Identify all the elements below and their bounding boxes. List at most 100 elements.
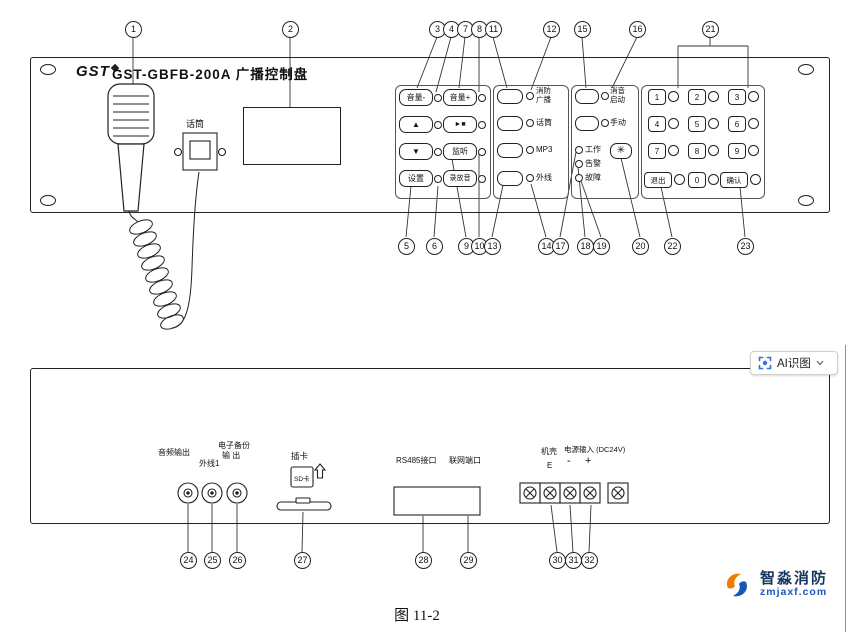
- digit-button-0: [708, 174, 719, 185]
- callout-32: 32: [581, 552, 598, 569]
- digit-key-6: 6: [728, 116, 746, 132]
- insert-arrow-icon: [313, 463, 327, 479]
- digit-key-5: 5: [688, 116, 706, 132]
- power-minus-label: -: [567, 455, 571, 467]
- digit-key-3: 3: [728, 89, 746, 105]
- backup-output-connector: [226, 482, 248, 504]
- mounting-hole: [798, 64, 814, 75]
- manual-key: [575, 116, 599, 131]
- zhimiao-logo-icon: [727, 573, 747, 597]
- source-mp3-led: [526, 146, 534, 154]
- terminal-screws: [523, 486, 625, 500]
- gst-logo: GST: [76, 63, 120, 80]
- source-fire-broadcast-led: [526, 92, 534, 100]
- callout-11: 11: [485, 21, 502, 38]
- callout-24: 24: [180, 552, 197, 569]
- backup-output-label-line1: 电子备份: [218, 441, 250, 450]
- callout-28: 28: [415, 552, 432, 569]
- setup-key: 设置: [399, 170, 433, 187]
- callout-31: 31: [565, 552, 582, 569]
- callout-18: 18: [577, 238, 594, 255]
- digit-button-8: [708, 145, 719, 156]
- figure-caption: 图 11-2: [394, 608, 440, 624]
- digit-button-6: [748, 118, 759, 129]
- exit-key: 退出: [644, 172, 672, 188]
- play-stop-key: ►■: [443, 116, 477, 133]
- alarm-led: [575, 160, 583, 168]
- self-test-key: ✳: [610, 143, 632, 159]
- mic-jack: [173, 132, 227, 171]
- digit-key-4: 4: [648, 116, 666, 132]
- callout-17: 17: [552, 238, 569, 255]
- callout-27: 27: [294, 552, 311, 569]
- source-mp3-key: [497, 143, 523, 158]
- key-group-control: [571, 85, 639, 199]
- manual-label: 手动: [610, 118, 626, 127]
- callout-20: 20: [632, 238, 649, 255]
- rear-panel: [30, 368, 830, 524]
- callout-21: 21: [702, 21, 719, 38]
- volume-minus-key: 音量-: [399, 89, 433, 106]
- callout-16: 16: [629, 21, 646, 38]
- callout-19: 19: [593, 238, 610, 255]
- confirm-key: 确认: [720, 172, 748, 188]
- source-fire-broadcast-key: [497, 89, 523, 104]
- monitor-led: [478, 148, 486, 156]
- callout-5: 5: [398, 238, 415, 255]
- audio-output-connector: [177, 482, 199, 504]
- source-extline-led: [526, 174, 534, 182]
- confirm-button: [750, 174, 761, 185]
- source-mic-led: [526, 119, 534, 127]
- card-slot-opening: [276, 497, 332, 511]
- digit-key-0: 0: [688, 172, 706, 188]
- ai-button-label: AI识图: [777, 358, 811, 370]
- gst-logo-text: GST: [76, 63, 110, 80]
- exit-button: [674, 174, 685, 185]
- source-fire-broadcast-label: 消防广播: [536, 86, 551, 104]
- digit-key-7: 7: [648, 143, 666, 159]
- sd-card-icon: [290, 466, 314, 488]
- chassis-e-label: E: [547, 461, 553, 470]
- digit-button-5: [708, 118, 719, 129]
- track-down-key: ▼: [399, 143, 433, 160]
- watermark-name: 智淼消防: [760, 569, 829, 587]
- callout-1: 1: [125, 21, 142, 38]
- source-extline-label: 外线: [536, 173, 552, 182]
- source-mic-key: [497, 116, 523, 131]
- chassis-label: 机壳: [541, 447, 557, 456]
- rs485-label: RS485接口: [396, 456, 437, 465]
- volume-plus-led: [478, 94, 486, 102]
- digit-button-1: [668, 91, 679, 102]
- sd-card-label: SD卡: [294, 476, 310, 483]
- mute-start-led: [601, 92, 609, 100]
- digit-button-7: [668, 145, 679, 156]
- digit-key-1: 1: [648, 89, 666, 105]
- callout-29: 29: [460, 552, 477, 569]
- digit-button-9: [748, 145, 759, 156]
- volume-plus-key: 音量+: [443, 89, 477, 106]
- mute-start-label: 消音启动: [610, 86, 625, 104]
- power-plus-label: +: [585, 455, 592, 467]
- audio-output-label: 音频输出: [158, 448, 190, 457]
- play-stop-led: [478, 121, 486, 129]
- source-mic-label: 话筒: [536, 118, 552, 127]
- fault-led: [575, 174, 583, 182]
- key-group-playback: [395, 85, 491, 199]
- working-label: 工作: [585, 145, 601, 154]
- track-up-key: ▲: [399, 116, 433, 133]
- mounting-hole: [40, 64, 56, 75]
- mounting-hole: [798, 195, 814, 206]
- callout-2: 2: [282, 21, 299, 38]
- mounting-hole: [40, 195, 56, 206]
- source-mp3-label: MP3: [536, 145, 553, 154]
- lcd-display: [243, 107, 341, 165]
- digit-key-2: 2: [688, 89, 706, 105]
- network-label: 联网端口: [449, 456, 481, 465]
- source-extline-key: [497, 171, 523, 186]
- card-slot-label: 插卡: [291, 451, 309, 461]
- callout-22: 22: [664, 238, 681, 255]
- fault-label: 故障: [585, 173, 601, 182]
- callout-12: 12: [543, 21, 560, 38]
- ai-recognize-button[interactable]: AI识图: [750, 351, 838, 375]
